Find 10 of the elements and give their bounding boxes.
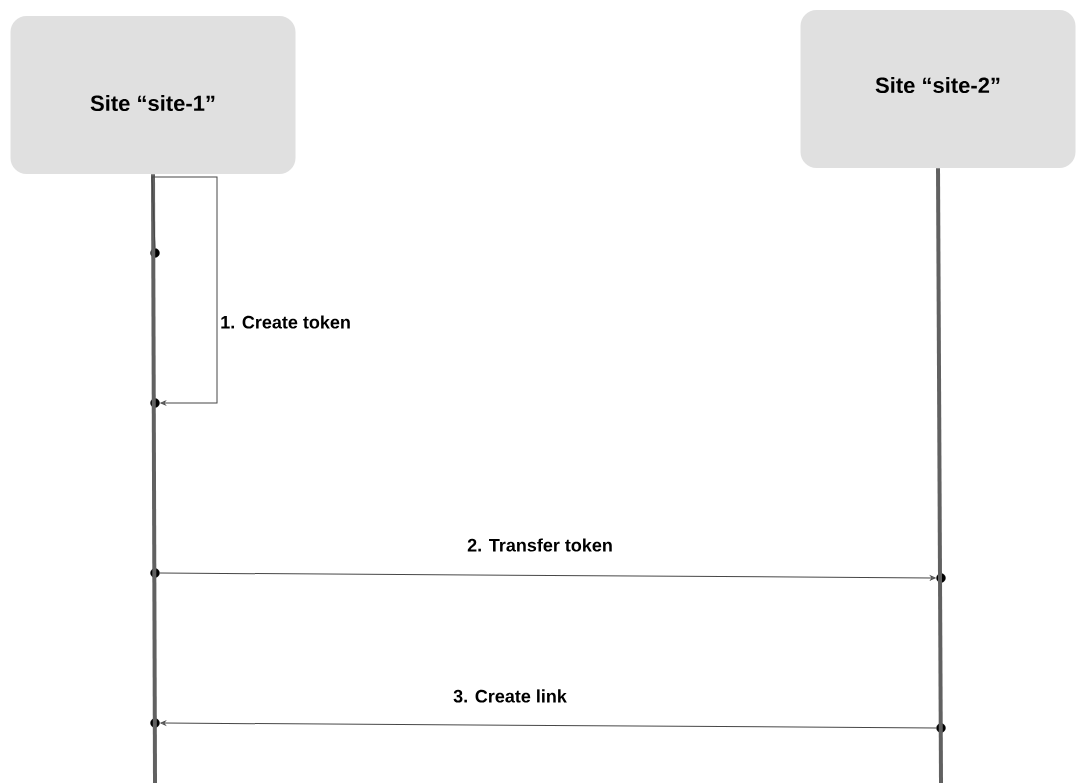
message-arrow bbox=[159, 572, 936, 581]
lifeline bbox=[151, 174, 157, 783]
lifeline bbox=[936, 168, 943, 783]
edge-label: 3. Create link bbox=[452, 688, 568, 704]
site-box: Site “site-2” bbox=[800, 10, 1076, 168]
edge-label: 2. Transfer token bbox=[466, 537, 614, 553]
edge-label: 1. Create token bbox=[219, 314, 352, 330]
message-arrow bbox=[160, 720, 937, 729]
message-arrow bbox=[151, 176, 218, 406]
site-box: Site “site-1” bbox=[10, 16, 296, 174]
